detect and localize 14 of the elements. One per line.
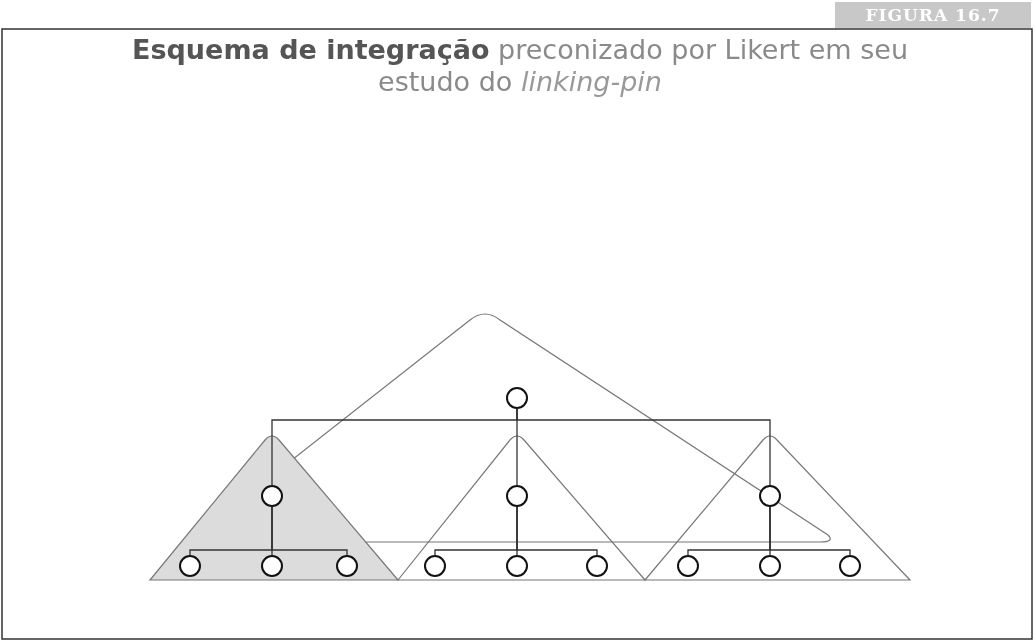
circle-node <box>506 485 528 507</box>
circle-node <box>839 555 861 577</box>
connector-line <box>769 506 851 556</box>
circle-node <box>506 387 528 409</box>
connector-line <box>516 506 598 556</box>
circle-node <box>506 555 528 577</box>
circle-node <box>677 555 699 577</box>
circle-node <box>759 555 781 577</box>
connector-line <box>271 506 348 556</box>
circle-node <box>759 485 781 507</box>
title: Esquema de integração preconizado por Likert em seu estudo do linking-pin <box>131 34 909 98</box>
connector-line <box>516 408 771 486</box>
circle-node <box>424 555 446 577</box>
circle-node <box>586 555 608 577</box>
